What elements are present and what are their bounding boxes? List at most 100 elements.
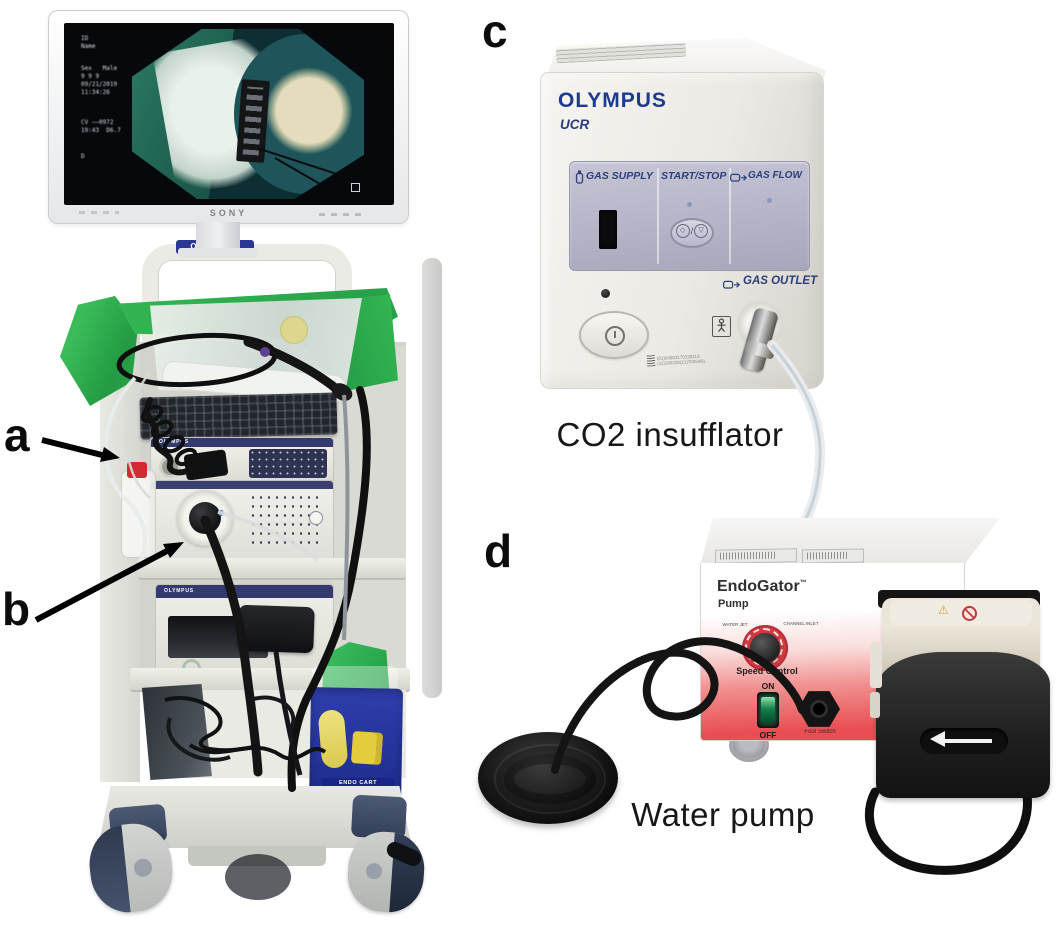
panel-label-d: d (484, 525, 513, 577)
insufflator-control-panel: GAS SUPPLY START/STOP ◇/▽ GAS FLOW (569, 161, 810, 271)
start-stop-label: START/STOP (661, 170, 727, 182)
foot-pedal[interactable] (478, 732, 618, 824)
pump-brand: EndoGator™ (717, 578, 807, 596)
power-icon (605, 326, 625, 346)
pump-top-label-1 (714, 548, 798, 564)
monitor-buttons-right[interactable] (319, 213, 363, 216)
monitor-screen: ID Name Sex Male 9 9 9 09/21/2019 11:34:… (64, 23, 394, 205)
head-latch-1[interactable] (870, 642, 882, 688)
cart-side-pole (422, 258, 442, 698)
panel-label-a: a (4, 409, 30, 461)
black-adapter-box (237, 604, 315, 654)
direction-arrow-head (930, 731, 945, 747)
pump-head: ⚠ (870, 590, 1050, 798)
cart-shelf-mid (138, 558, 406, 580)
pump-caption: Water pump (631, 796, 815, 833)
unit3-brand-stripe: OLYMPUS (156, 585, 333, 598)
screen-corner-icon (351, 183, 360, 192)
water-bottle-cap (127, 462, 147, 478)
water-bottle[interactable] (121, 470, 156, 558)
leaning-dark-panel (142, 684, 212, 780)
osd-line: 9 9 9 (81, 73, 100, 80)
start-stop-led (687, 202, 692, 207)
insufflator-brand: OLYMPUS (558, 89, 667, 112)
scope-plug-blue-dot (218, 510, 224, 516)
osd-line: D (81, 153, 85, 160)
gas-flow-icon (730, 173, 747, 182)
speed-control-knob[interactable] (750, 633, 780, 663)
head-top-lighter (890, 600, 1032, 626)
bf-applied-part-box (712, 316, 731, 337)
monitor-neck (196, 222, 240, 250)
power-rocker-switch[interactable] (757, 692, 779, 728)
pump-brand-name: EndoGator (717, 578, 800, 595)
unit2-white-button[interactable] (309, 511, 323, 525)
rocker-green (761, 697, 775, 723)
gas-supply-label: GAS SUPPLY (586, 170, 653, 182)
water-pump-panel: d EndoGator™ Pump WATER JET CHANNEL INLE… (460, 470, 1059, 925)
video-processor-unit: OLYMPUS (150, 437, 334, 482)
wheel-tread-left (85, 824, 131, 917)
bf-person-icon (717, 318, 726, 332)
unit1-round-port (159, 456, 181, 478)
unit1-brand-stripe: OLYMPUS (151, 438, 333, 447)
osd-line: Sex Male (81, 65, 118, 72)
connector-core (810, 700, 828, 718)
scope-plug[interactable] (189, 502, 221, 534)
start-stop-button[interactable]: ◇/▽ (670, 218, 714, 248)
start-glyph: ◇ (675, 224, 690, 238)
stop-glyph: ▽ (694, 224, 709, 238)
panel-separator (657, 168, 659, 264)
unit1-button-panel[interactable] (249, 449, 327, 478)
pump-brand-line2: Pump (718, 598, 749, 610)
rear-wheel-shadow (225, 854, 291, 900)
monitor: ID Name Sex Male 9 9 9 09/21/2019 11:34:… (48, 10, 409, 224)
switch-on-label: ON (761, 681, 775, 691)
insufflator-panel: c OLYMPUS UCR GAS SUPPLY START/STOP (460, 0, 1059, 470)
direction-arrow-slot (920, 728, 1008, 754)
gas-cylinder-icon (575, 170, 584, 184)
caster-wheel-right[interactable] (345, 829, 427, 915)
arrow-a (41, 437, 103, 458)
head-lower-black (876, 652, 1050, 798)
insufflator-body: OLYMPUS UCR GAS SUPPLY START/STOP ◇/▽ (540, 72, 824, 389)
monitor-buttons-left[interactable] (79, 211, 119, 214)
speed-control-caption: Speed Control (736, 666, 798, 676)
keyboard[interactable] (139, 392, 338, 440)
osd-line: CV ——0972 (81, 119, 114, 126)
osd-line: 09/21/2019 (81, 81, 118, 88)
sponge-ball (280, 316, 308, 344)
gas-flow-label: GAS FLOW (748, 170, 802, 181)
pump-brand-tm: ™ (799, 579, 807, 587)
insufflator-model: UCR (560, 117, 590, 132)
head-latch-2[interactable] (870, 692, 880, 718)
monitor-brand: SONY (209, 208, 248, 218)
osd-line: 11:34:26 (81, 89, 110, 96)
gas-outlet-icon (723, 280, 740, 289)
barcode-block (646, 355, 656, 367)
knob-label-water-jet: WATER JET (722, 622, 748, 627)
status-led (601, 289, 610, 298)
gas-flow-led (767, 198, 772, 203)
osd-line: ID (81, 35, 89, 42)
knob-label-channel-inlet: CHANNEL INLET (783, 621, 819, 626)
pump-top-label-2 (801, 548, 865, 564)
scope-connector-socket[interactable] (183, 449, 229, 481)
yellow-cylinder (317, 708, 349, 770)
monitor-base-plate (178, 248, 258, 258)
panel-separator (729, 168, 731, 264)
wheel-hub-right (365, 862, 383, 880)
wheel-hub-left (133, 857, 153, 878)
supply-bin-group: ENDO CART ENDO CART (308, 636, 406, 809)
power-button[interactable] (579, 311, 649, 359)
osd-line: 19:43 D6.7 (81, 127, 121, 134)
serial-label: (01)04953170239113 (11)180226(21)7635481 (646, 352, 706, 367)
endoscopic-view (132, 29, 364, 199)
foot-switch-label: Foot Switch (804, 729, 836, 735)
pedal-rings (494, 744, 606, 814)
gas-supply-display (599, 210, 617, 249)
osd-line: Name (81, 43, 96, 50)
gas-outlet-label: GAS OUTLET (743, 275, 818, 287)
prohibition-icon (962, 606, 977, 621)
